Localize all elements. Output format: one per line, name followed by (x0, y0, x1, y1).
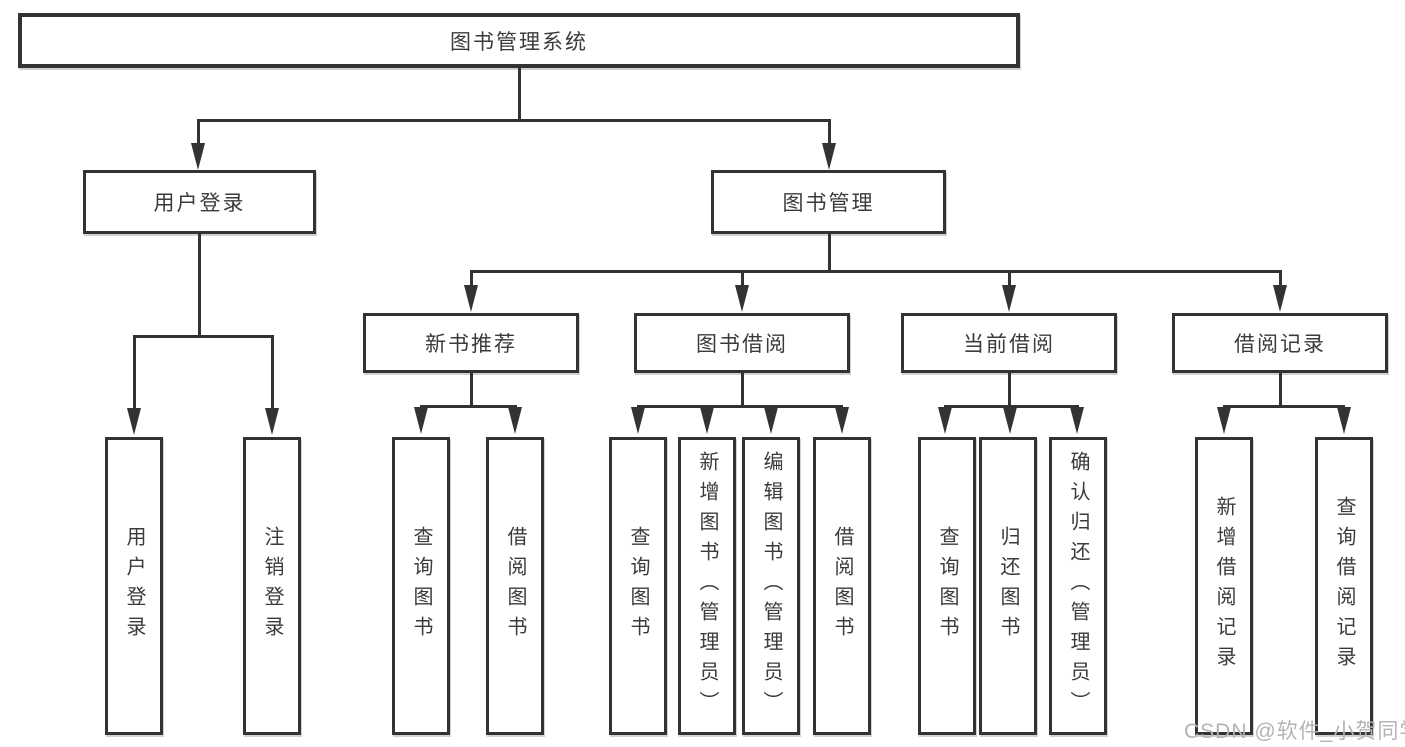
arrowhead-down-icon (127, 408, 141, 435)
leaf-query-books-borrowing: 查询图书 (609, 437, 667, 735)
connector-line (198, 234, 201, 335)
connector-line (470, 270, 1282, 273)
arrowhead-down-icon (938, 407, 952, 434)
leaf-label: 新增借阅记录 (1213, 496, 1235, 676)
connector-line (637, 405, 843, 408)
leaf-query-books-current: 查询图书 (918, 437, 976, 735)
leaf-label: 新增图书（管理员） (696, 451, 718, 721)
arrowhead-down-icon (835, 407, 849, 434)
leaf-label: 查询图书 (410, 526, 432, 646)
arrowhead-down-icon (508, 407, 522, 434)
arrowhead-down-icon (700, 407, 714, 434)
connector-line (420, 405, 517, 408)
leaf-label: 查询图书 (936, 526, 958, 646)
node-current-borrowing: 当前借阅 (901, 313, 1117, 373)
node-label: 借阅记录 (1234, 333, 1326, 356)
connector-line (1008, 270, 1011, 286)
node-label: 新书推荐 (425, 333, 517, 356)
arrowhead-down-icon (822, 143, 836, 170)
arrowhead-down-icon (414, 407, 428, 434)
connector-line (470, 373, 473, 405)
leaf-label: 借阅图书 (831, 526, 853, 646)
connector-line (133, 335, 136, 409)
connector-line (1279, 270, 1282, 286)
node-user-login: 用户登录 (83, 170, 316, 234)
node-label: 当前借阅 (963, 333, 1055, 356)
leaf-label: 查询借阅记录 (1333, 496, 1355, 676)
leaf-return-book: 归还图书 (979, 437, 1037, 735)
connector-line (1279, 373, 1282, 405)
leaf-label: 编辑图书（管理员） (760, 451, 782, 721)
leaf-add-book-admin: 新增图书（管理员） (678, 437, 736, 735)
node-borrowing-records: 借阅记录 (1172, 313, 1388, 373)
connector-line (518, 68, 521, 119)
arrowhead-down-icon (1217, 407, 1231, 434)
connector-line (944, 405, 1079, 408)
arrowhead-down-icon (265, 408, 279, 435)
leaf-label: 注销登录 (261, 526, 283, 646)
connector-line (271, 335, 274, 409)
connector-line (133, 335, 274, 338)
node-label: 图书借阅 (696, 333, 788, 356)
leaf-query-borrow-record: 查询借阅记录 (1315, 437, 1373, 735)
arrowhead-down-icon (1002, 285, 1016, 312)
connector-line (470, 270, 473, 286)
node-library-management-system: 图书管理系统 (18, 13, 1020, 68)
leaf-logout: 注销登录 (243, 437, 301, 735)
leaf-label: 查询图书 (627, 526, 649, 646)
node-book-management: 图书管理 (711, 170, 946, 234)
leaf-borrow-books-borrowing: 借阅图书 (813, 437, 871, 735)
arrowhead-down-icon (191, 143, 205, 170)
csdn-watermark: CSDN @软件_小贺同学 (1184, 720, 1405, 743)
node-label: 图书管理系统 (450, 30, 588, 54)
connector-line (741, 373, 744, 405)
arrowhead-down-icon (1003, 407, 1017, 434)
arrowhead-down-icon (735, 285, 749, 312)
arrowhead-down-icon (764, 407, 778, 434)
arrowhead-down-icon (1337, 407, 1351, 434)
leaf-confirm-return-admin: 确认归还（管理员） (1049, 437, 1107, 735)
node-label: 用户登录 (153, 192, 246, 215)
leaf-label: 借阅图书 (504, 526, 526, 646)
connector-line (197, 119, 831, 122)
leaf-user-login: 用户登录 (105, 437, 163, 735)
leaf-add-borrow-record: 新增借阅记录 (1195, 437, 1253, 735)
leaf-borrow-books-recommend: 借阅图书 (486, 437, 544, 735)
connector-line (828, 119, 831, 144)
arrowhead-down-icon (1070, 407, 1084, 434)
connector-line (197, 119, 200, 144)
leaf-label: 确认归还（管理员） (1067, 451, 1089, 721)
leaf-label: 归还图书 (997, 526, 1019, 646)
leaf-query-books-recommend: 查询图书 (392, 437, 450, 735)
arrowhead-down-icon (631, 407, 645, 434)
connector-line (1223, 405, 1345, 408)
node-new-book-recommendation: 新书推荐 (363, 313, 579, 373)
connector-line (828, 234, 831, 270)
node-book-borrowing: 图书借阅 (634, 313, 850, 373)
leaf-label: 用户登录 (123, 526, 145, 646)
arrowhead-down-icon (464, 285, 478, 312)
node-label: 图书管理 (782, 192, 875, 215)
leaf-edit-book-admin: 编辑图书（管理员） (742, 437, 800, 735)
arrowhead-down-icon (1273, 285, 1287, 312)
connector-line (1008, 373, 1011, 405)
connector-line (741, 270, 744, 286)
